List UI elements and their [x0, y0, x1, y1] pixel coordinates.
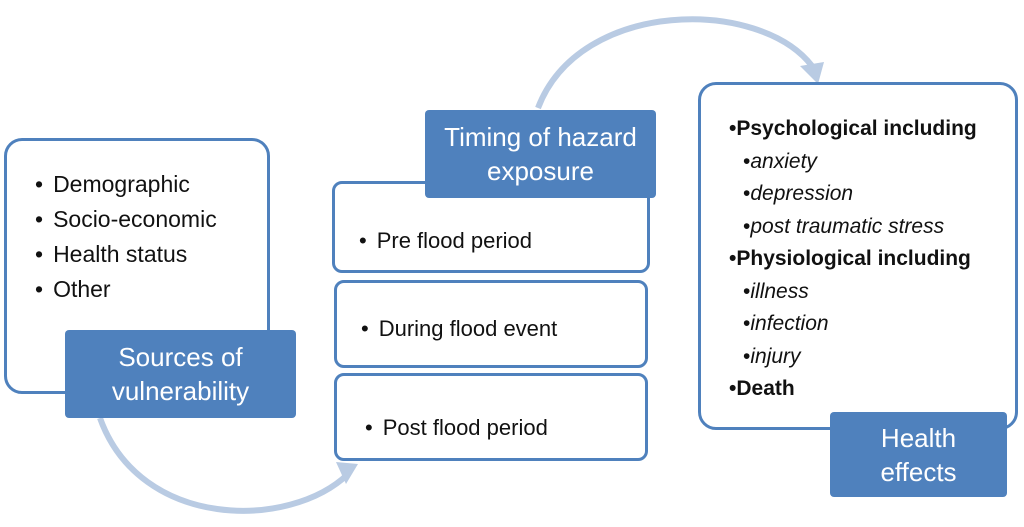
timing-label: Timing of hazard exposure	[425, 110, 656, 198]
vulnerability-label-line2: vulnerability	[111, 376, 250, 406]
arrow-vulnerability-to-timing	[97, 416, 351, 514]
vulnerability-item: Socio-economic	[35, 202, 217, 237]
vulnerability-label-line1: Sources of	[118, 342, 243, 372]
post-flood-label: Post flood period	[365, 415, 548, 441]
health-label: Health effects	[830, 412, 1007, 497]
physiological-heading: Physiological including	[729, 243, 977, 276]
arrow-timing-to-health	[535, 16, 815, 110]
post-flood-box: Post flood period	[334, 373, 648, 461]
psych-item: post traumatic stress	[729, 211, 977, 244]
health-label-line2: effects	[880, 456, 957, 487]
phys-item: infection	[729, 308, 977, 341]
arrow-head-upper	[800, 62, 824, 84]
phys-item: illness	[729, 276, 977, 309]
phys-item: injury	[729, 341, 977, 374]
during-flood-box: During flood event	[334, 280, 648, 368]
timing-label-line1: Timing of hazard	[444, 122, 637, 152]
vulnerability-label: Sources of vulnerability	[65, 330, 296, 418]
vulnerability-item: Demographic	[35, 167, 217, 202]
pre-flood-label: Pre flood period	[359, 228, 532, 254]
psych-item: depression	[729, 178, 977, 211]
arrow-head-lower	[336, 462, 358, 484]
during-flood-label: During flood event	[361, 316, 558, 342]
health-box: Psychological including anxiety depressi…	[698, 82, 1018, 430]
health-label-line1: Health	[880, 422, 957, 453]
vulnerability-item: Health status	[35, 237, 217, 272]
death-heading: Death	[729, 373, 977, 406]
health-list: Psychological including anxiety depressi…	[729, 113, 977, 406]
psychological-heading: Psychological including	[729, 113, 976, 146]
vulnerability-list: Demographic Socio-economic Health status…	[35, 167, 217, 307]
psych-item: anxiety	[729, 146, 977, 179]
timing-label-line2: exposure	[487, 156, 594, 186]
vulnerability-item: Other	[35, 272, 217, 307]
